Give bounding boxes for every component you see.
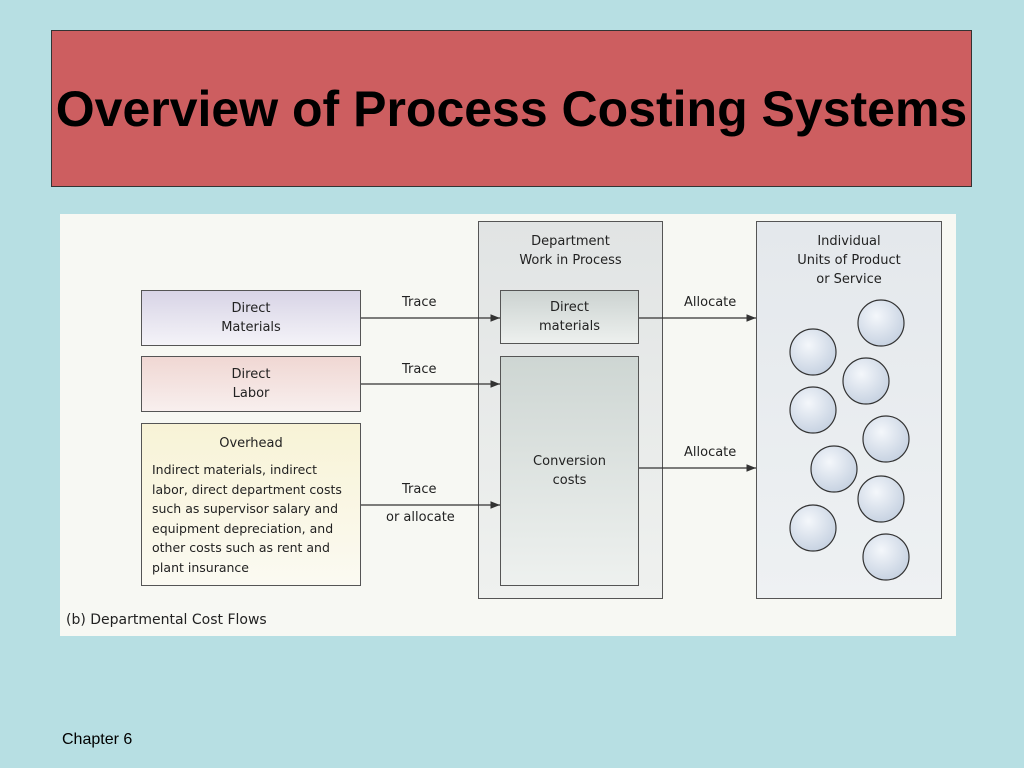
overhead-title: Overhead bbox=[219, 436, 283, 451]
unit-circle bbox=[862, 415, 910, 463]
slide-title-box: Overview of Process Costing Systems bbox=[51, 30, 972, 187]
product-units bbox=[789, 299, 910, 581]
trace-labor-label: Trace bbox=[402, 362, 437, 377]
trace-overhead-label: Trace bbox=[402, 482, 437, 497]
slide-title: Overview of Process Costing Systems bbox=[55, 80, 968, 137]
allocate-conversion-label: Allocate bbox=[684, 445, 737, 460]
chapter-footer: Chapter 6 bbox=[62, 731, 133, 748]
trace-materials-label: Trace bbox=[402, 295, 437, 310]
figure-caption: (b) Departmental Cost Flows bbox=[66, 612, 267, 628]
unit-circle bbox=[842, 357, 890, 405]
units-of-product-box: Individual Units of Product or Service bbox=[756, 221, 942, 599]
unit-circle bbox=[810, 445, 858, 493]
diagram-connectors bbox=[361, 299, 910, 581]
direct-materials-box: Direct Materials bbox=[141, 290, 361, 346]
unit-circle bbox=[789, 504, 837, 552]
conversion-costs-label: Conversion costs bbox=[533, 454, 606, 488]
or-allocate-label: or allocate bbox=[386, 510, 455, 525]
units-of-product-title: Individual Units of Product or Service bbox=[797, 234, 901, 287]
overhead-description: Indirect materials, indirect labor, dire… bbox=[152, 462, 342, 575]
dept-direct-materials-label: Direct materials bbox=[538, 300, 601, 334]
direct-labor-box: Direct Labor bbox=[141, 356, 361, 412]
unit-circle bbox=[857, 299, 905, 347]
unit-circle bbox=[789, 386, 837, 434]
unit-circle bbox=[857, 475, 905, 523]
dept-direct-materials-box: Direct materials bbox=[500, 290, 639, 344]
unit-circle bbox=[789, 328, 837, 376]
unit-circle bbox=[862, 533, 910, 581]
allocate-materials-label: Allocate bbox=[684, 295, 737, 310]
cost-flow-diagram: Direct Materials Direct Labor Overhead I… bbox=[60, 214, 956, 636]
department-wip-title: Department Work in Process bbox=[519, 234, 622, 268]
overhead-box: Overhead Indirect materials, indirect la… bbox=[141, 423, 361, 586]
conversion-costs-box: Conversion costs bbox=[500, 356, 639, 586]
direct-labor-label: Direct Labor bbox=[231, 367, 271, 401]
direct-materials-label: Direct Materials bbox=[221, 301, 281, 335]
